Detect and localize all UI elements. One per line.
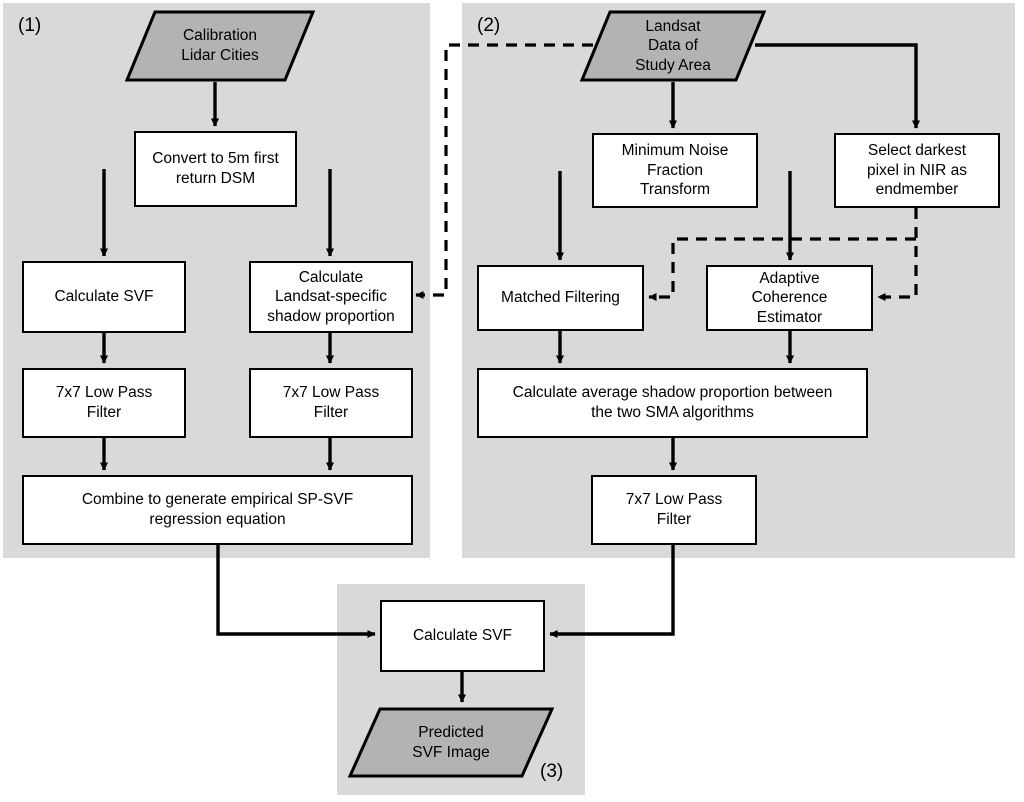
node-select-darkest-pixel[interactable]: Select darkest pixel in NIR as endmember: [834, 133, 1000, 208]
node-predicted-svf-image[interactable]: Predicted SVF Image: [347, 707, 555, 778]
panel-3-label: (3): [540, 761, 564, 782]
parallelogram-shape: [124, 10, 316, 82]
node-calculate-svf-panel1[interactable]: Calculate SVF: [22, 261, 186, 333]
node-combine-regression[interactable]: Combine to generate empirical SP-SVF reg…: [22, 475, 413, 545]
node-label: Calibration Lidar Cities: [181, 27, 259, 64]
node-label: Landsat Data of Study Area: [635, 17, 711, 74]
node-adaptive-coherence-estimator[interactable]: Adaptive Coherence Estimator: [706, 265, 873, 331]
node-landsat-data[interactable]: Landsat Data of Study Area: [579, 10, 767, 82]
node-calculate-svf-panel3[interactable]: Calculate SVF: [380, 600, 545, 672]
node-convert-to-dsm[interactable]: Convert to 5m first return DSM: [134, 131, 297, 207]
node-matched-filtering[interactable]: Matched Filtering: [477, 265, 644, 331]
node-calibration-lidar-cities[interactable]: Calibration Lidar Cities: [124, 10, 316, 82]
node-low-pass-filter-right[interactable]: 7x7 Low Pass Filter: [249, 368, 413, 438]
node-average-shadow-proportion[interactable]: Calculate average shadow proportion betw…: [477, 368, 868, 438]
node-label: Predicted SVF Image: [412, 723, 490, 761]
panel-1-label: (1): [18, 15, 42, 36]
node-mnf-transform[interactable]: Minimum Noise Fraction Transform: [592, 133, 758, 208]
node-calculate-landsat-shadow[interactable]: Calculate Landsat-specific shadow propor…: [249, 261, 413, 333]
node-low-pass-filter-left[interactable]: 7x7 Low Pass Filter: [22, 368, 186, 438]
parallelogram-shape: [579, 10, 767, 82]
node-low-pass-filter-panel2[interactable]: 7x7 Low Pass Filter: [591, 475, 757, 545]
parallelogram-shape: [347, 707, 555, 778]
panel-2-label: (2): [477, 15, 501, 36]
